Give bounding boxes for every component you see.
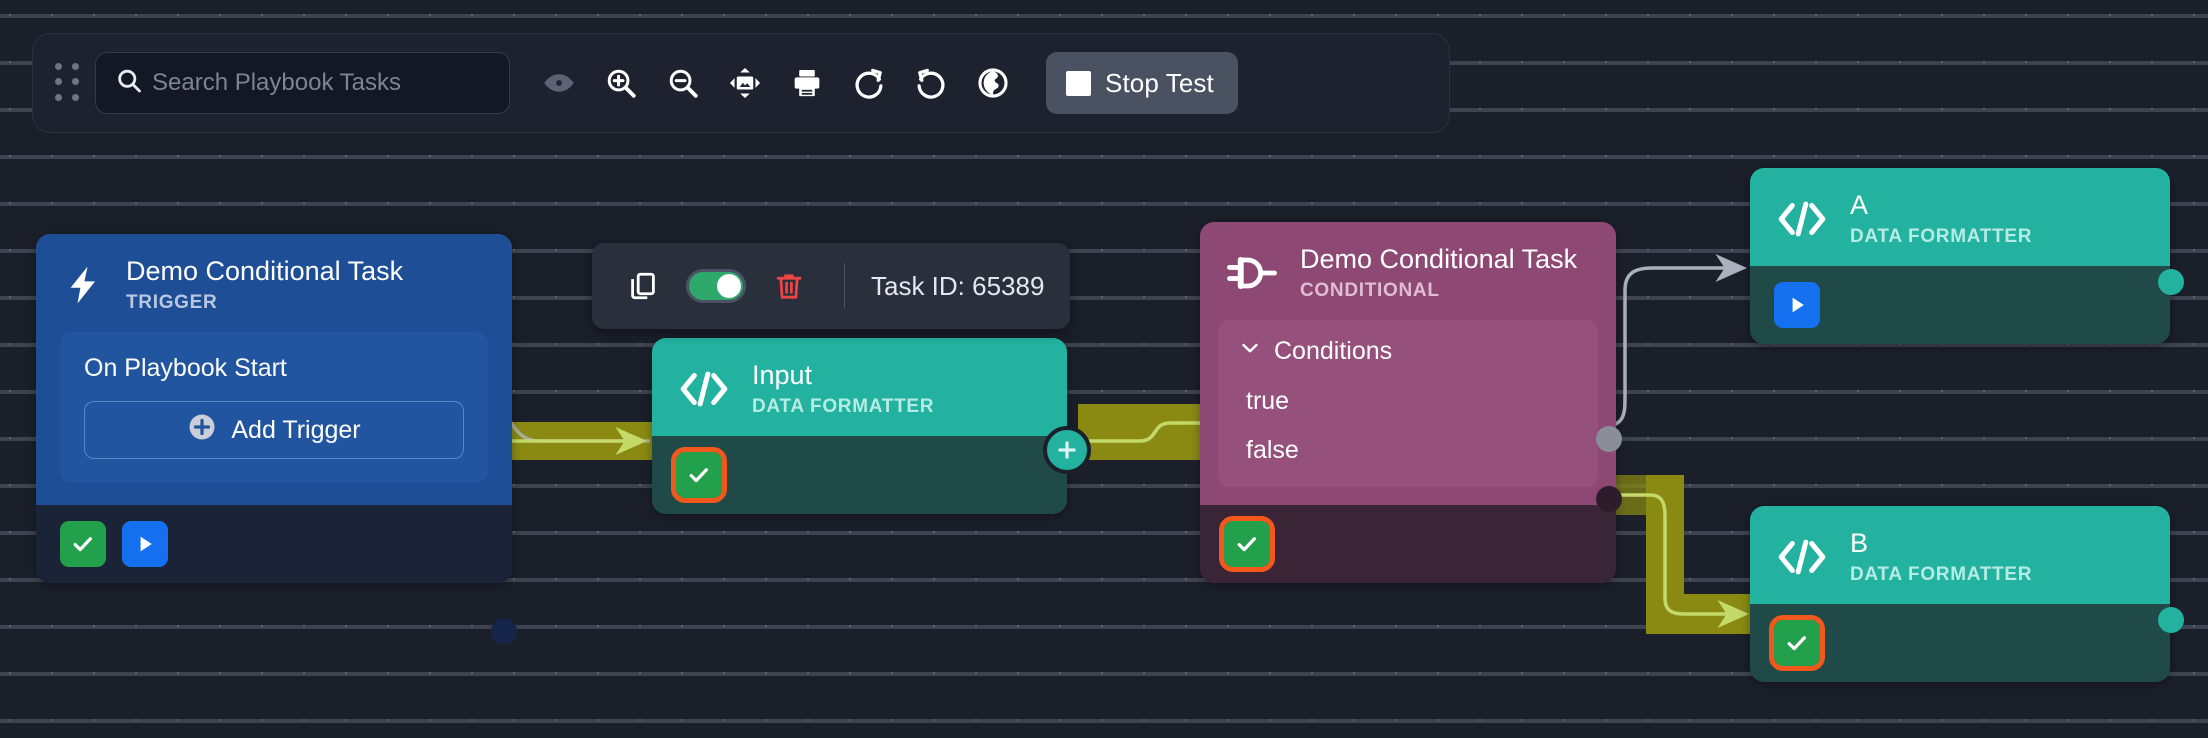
node-a-output-port[interactable] bbox=[2158, 269, 2184, 295]
conditions-toggle[interactable]: Conditions bbox=[1238, 336, 1578, 367]
node-a-footer bbox=[1750, 266, 2170, 345]
chevron-down-icon bbox=[1238, 336, 1262, 367]
trigger-panel-label: On Playbook Start bbox=[84, 354, 287, 383]
node-b-subtitle: DATA FORMATTER bbox=[1850, 564, 2033, 586]
node-a-header: A DATA FORMATTER bbox=[1750, 168, 2170, 267]
code-brackets-icon bbox=[1776, 199, 1828, 239]
code-brackets-icon bbox=[1776, 537, 1828, 577]
task-id-label: Task ID: 65389 bbox=[871, 270, 1045, 301]
trigger-node-header: Demo Conditional Task TRIGGER bbox=[36, 234, 512, 333]
condition-branch-false[interactable]: false bbox=[1238, 416, 1578, 465]
input-node-header: Input DATA FORMATTER bbox=[652, 338, 1067, 437]
node-a-titles: A DATA FORMATTER bbox=[1850, 190, 2032, 248]
lightning-bolt-icon bbox=[62, 260, 104, 310]
handle-dot bbox=[71, 63, 79, 70]
status-success-badge-highlighted[interactable] bbox=[1219, 516, 1275, 573]
trigger-node-footer bbox=[36, 505, 512, 584]
node-b-output-port[interactable] bbox=[2158, 607, 2184, 633]
run-task-button[interactable] bbox=[1774, 282, 1820, 329]
conditional-node-body: Conditions true false bbox=[1200, 320, 1616, 506]
edge-conditional-true-to-a bbox=[1604, 254, 1747, 428]
toggle-knob bbox=[717, 274, 741, 298]
zoom-in-icon[interactable] bbox=[590, 52, 652, 114]
toolbar-divider bbox=[844, 263, 845, 309]
trigger-node-title: Demo Conditional Task bbox=[126, 256, 404, 286]
logic-gate-icon bbox=[1226, 252, 1278, 294]
conditional-node-subtitle: CONDITIONAL bbox=[1300, 280, 1440, 302]
conditional-node-footer bbox=[1200, 505, 1616, 584]
branch-false-label: false bbox=[1246, 436, 1299, 465]
search-playbook-tasks[interactable] bbox=[95, 52, 510, 114]
status-success-badge[interactable] bbox=[60, 521, 106, 568]
globe-icon[interactable] bbox=[962, 52, 1024, 114]
node-b-data-formatter[interactable]: B DATA FORMATTER bbox=[1750, 506, 2184, 683]
input-node-title: Input bbox=[752, 360, 813, 390]
stop-square-icon bbox=[1066, 70, 1091, 96]
node-a-data-formatter[interactable]: A DATA FORMATTER bbox=[1750, 168, 2184, 345]
conditional-node-header: Demo Conditional Task CONDITIONAL bbox=[1200, 222, 1616, 321]
handle-dot bbox=[71, 93, 79, 101]
node-input-data-formatter[interactable]: Input DATA FORMATTER bbox=[652, 338, 1091, 515]
trigger-node-titles: Demo Conditional Task TRIGGER bbox=[126, 256, 403, 314]
input-node-subtitle: DATA FORMATTER bbox=[752, 396, 935, 418]
node-a-title: A bbox=[1850, 190, 1869, 220]
stop-test-button[interactable]: Stop Test bbox=[1046, 52, 1238, 114]
node-a-subtitle: DATA FORMATTER bbox=[1850, 226, 2033, 248]
add-trigger-label: Add Trigger bbox=[231, 415, 361, 444]
trigger-node-body: On Playbook Start Add Trigger bbox=[36, 332, 512, 506]
conditions-label: Conditions bbox=[1274, 337, 1393, 366]
input-node-titles: Input DATA FORMATTER bbox=[752, 360, 934, 418]
conditional-node-titles: Demo Conditional Task CONDITIONAL bbox=[1300, 244, 1577, 302]
stop-test-label: Stop Test bbox=[1105, 67, 1214, 98]
node-b-titles: B DATA FORMATTER bbox=[1850, 528, 2032, 586]
search-input[interactable] bbox=[152, 69, 492, 97]
branch-true-output-port[interactable] bbox=[1596, 426, 1622, 452]
status-success-badge-highlighted[interactable] bbox=[671, 447, 727, 504]
branch-false-output-port[interactable] bbox=[1596, 486, 1622, 512]
fit-to-screen-icon[interactable] bbox=[714, 52, 776, 114]
node-trigger-demo-conditional-task[interactable]: Demo Conditional Task TRIGGER On Playboo… bbox=[36, 234, 517, 644]
plus-circle-icon bbox=[187, 412, 217, 449]
task-enabled-toggle[interactable] bbox=[686, 269, 746, 303]
node-b-title: B bbox=[1850, 528, 1869, 558]
trigger-panel: On Playbook Start Add Trigger bbox=[60, 332, 488, 484]
node-conditional-demo-conditional-task[interactable]: Demo Conditional Task CONDITIONAL Condit… bbox=[1200, 222, 1622, 584]
condition-branch-true[interactable]: true bbox=[1238, 367, 1578, 416]
trash-icon[interactable] bbox=[760, 257, 818, 315]
trigger-node-subtitle: TRIGGER bbox=[126, 292, 218, 314]
copy-icon[interactable] bbox=[614, 257, 672, 315]
input-node-footer bbox=[652, 436, 1067, 515]
zoom-out-icon[interactable] bbox=[652, 52, 714, 114]
node-b-footer bbox=[1750, 604, 2170, 683]
undo-icon[interactable] bbox=[900, 52, 962, 114]
redo-icon[interactable] bbox=[838, 52, 900, 114]
conditional-node-title: Demo Conditional Task bbox=[1300, 244, 1578, 274]
task-context-toolbar[interactable]: Task ID: 65389 bbox=[592, 243, 1071, 329]
handle-dot bbox=[55, 93, 62, 101]
code-brackets-icon bbox=[678, 369, 730, 409]
run-task-button[interactable] bbox=[122, 521, 168, 568]
node-b-header: B DATA FORMATTER bbox=[1750, 506, 2170, 605]
add-trigger-button[interactable]: Add Trigger bbox=[84, 401, 464, 460]
toolbar-drag-handle[interactable] bbox=[55, 63, 81, 103]
handle-dot bbox=[55, 78, 62, 86]
add-node-button[interactable] bbox=[1043, 426, 1091, 474]
branch-true-label: true bbox=[1246, 387, 1290, 416]
handle-dot bbox=[55, 63, 62, 70]
status-success-badge-highlighted[interactable] bbox=[1769, 615, 1825, 672]
trigger-output-port[interactable] bbox=[491, 618, 517, 644]
visibility-icon[interactable] bbox=[528, 52, 590, 114]
search-icon bbox=[115, 67, 143, 100]
playbook-toolbar[interactable]: Stop Test bbox=[32, 33, 1450, 133]
conditions-panel: Conditions true false bbox=[1218, 320, 1598, 488]
print-icon[interactable] bbox=[776, 52, 838, 114]
handle-dot bbox=[71, 78, 79, 86]
